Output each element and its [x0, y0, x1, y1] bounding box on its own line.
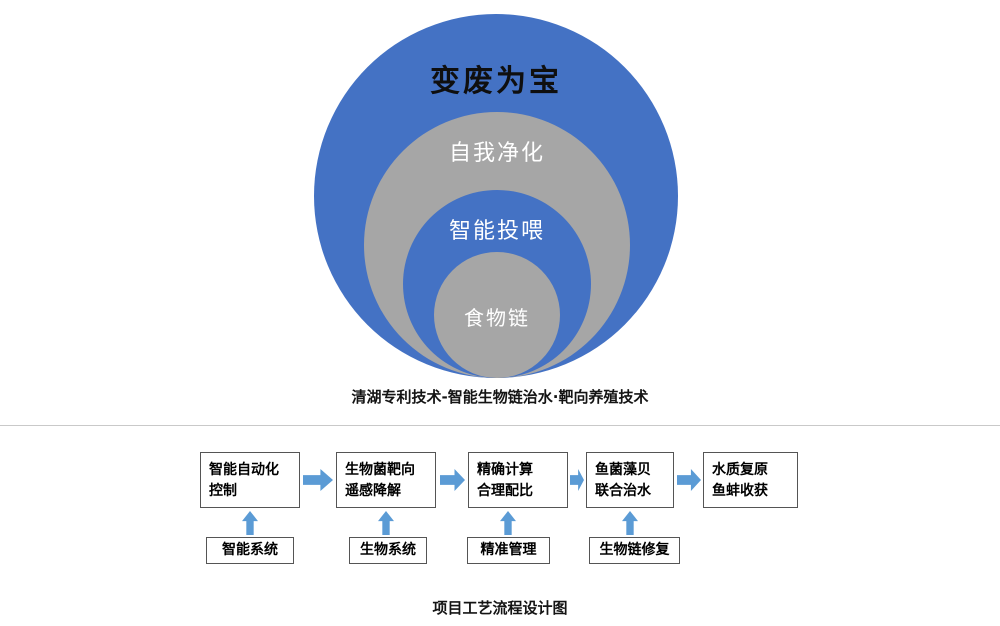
flowchart-caption: 项目工艺流程设计图 [432, 599, 568, 617]
flow-sub-4-label: 生物链修复 [599, 542, 670, 558]
flow-step-2-line1: 生物菌靶向 [345, 462, 415, 478]
flow-sub-3: 精准管理 [467, 537, 550, 564]
arrow-right-icon [677, 469, 701, 491]
onion-caption: 清湖专利技术-智能生物链治水·靶向养殖技术 [351, 388, 649, 406]
flow-sub-1: 智能系统 [206, 537, 294, 564]
ring-outer-label: 变废为宝 [430, 64, 562, 99]
flow-step-4-line2: 联合治水 [595, 483, 651, 499]
arrow-right-icon [303, 469, 333, 491]
flow-step-4: 鱼菌藻贝 联合治水 [586, 452, 674, 508]
flow-step-5: 水质复原 鱼蚌收获 [703, 452, 798, 508]
arrow-up-icon [622, 511, 638, 535]
flow-sub-4: 生物链修复 [589, 537, 680, 564]
flow-sub-2-label: 生物系统 [360, 542, 416, 558]
flow-step-2: 生物菌靶向 遥感降解 [336, 452, 436, 508]
flow-step-3-line2: 合理配比 [477, 483, 533, 499]
ring-third-label: 智能投喂 [448, 219, 545, 244]
flow-step-1-line1: 智能自动化 [209, 462, 279, 478]
flow-step-4-line1: 鱼菌藻贝 [595, 462, 651, 478]
section-divider [0, 425, 1000, 426]
flow-sub-3-label: 精准管理 [480, 542, 537, 558]
flow-step-2-line2: 遥感降解 [345, 483, 401, 499]
flow-sub-2: 生物系统 [349, 537, 427, 564]
flow-step-3-line1: 精确计算 [477, 462, 533, 478]
arrow-right-icon [570, 469, 584, 491]
flow-sub-1-label: 智能系统 [222, 542, 278, 558]
arrow-up-icon [378, 511, 394, 535]
arrow-right-icon [440, 469, 465, 491]
arrow-up-icon [242, 511, 258, 535]
ring-inner-gray: 食物链 [434, 252, 560, 378]
ring-inner-label: 食物链 [464, 306, 530, 330]
flow-step-1-line2: 控制 [209, 483, 237, 499]
ring-second-label: 自我净化 [448, 141, 545, 166]
arrow-up-icon [500, 511, 516, 535]
flow-step-1: 智能自动化 控制 [200, 452, 300, 508]
flow-step-3: 精确计算 合理配比 [468, 452, 568, 508]
flow-step-5-line1: 水质复原 [712, 462, 768, 478]
flow-step-5-line2: 鱼蚌收获 [712, 483, 768, 499]
